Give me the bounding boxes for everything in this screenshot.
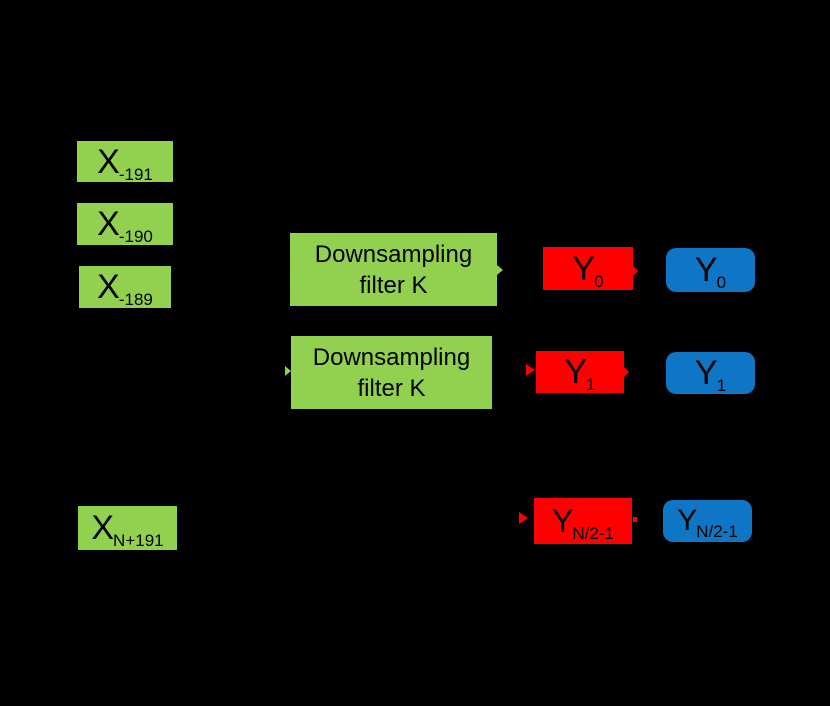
arrowhead-artifact-right-of-y1 [624, 367, 629, 377]
red-output-label: Y0 [572, 249, 604, 291]
filter-box-label: Downsampling filter K [312, 343, 471, 402]
blue-output-label: Y0 [694, 251, 727, 292]
input-box-label: X-189 [97, 268, 153, 309]
input-box-label: XN+191 [91, 509, 164, 550]
filter-box-2: Downsampling filter K [291, 336, 492, 409]
input-box-label: X-190 [97, 205, 153, 246]
input-box-x-minus-190: X-190 [77, 203, 173, 245]
input-box-label: X-191 [97, 142, 153, 184]
red-output-label: Y1 [564, 353, 596, 394]
input-box-x-minus-189: X-189 [79, 266, 171, 308]
filter-box-1: Downsampling filter K [290, 233, 497, 306]
arrowhead-artifact-right-of-y0 [633, 266, 638, 276]
blue-output-box-y0: Y0 [666, 248, 755, 292]
blue-output-label: YN/2-1 [677, 504, 738, 541]
arrowhead-artifact-right-of-y-n2-1 [633, 517, 637, 522]
blue-output-box-y-n2-1: YN/2-1 [663, 500, 752, 542]
red-output-label: YN/2-1 [552, 503, 614, 543]
input-box-x-minus-191: X-191 [77, 141, 173, 184]
input-box-x-n-plus-191: XN+191 [78, 506, 177, 550]
red-output-box-y-n2-1: YN/2-1 [534, 498, 632, 544]
arrowhead-artifact-right-of-filter1 [497, 265, 503, 275]
filter-box-label: Downsampling filter K [314, 240, 473, 299]
red-output-box-y1: Y1 [536, 351, 624, 393]
red-output-box-y0: Y0 [543, 247, 633, 290]
blue-output-box-y1: Y1 [666, 352, 755, 394]
arrowhead-artifact-left-of-y-n2-1 [519, 512, 528, 524]
blue-output-label: Y1 [694, 354, 727, 395]
arrowhead-artifact-left-of-y1 [526, 364, 535, 376]
arrowhead-artifact-left-of-filter2 [285, 366, 291, 376]
